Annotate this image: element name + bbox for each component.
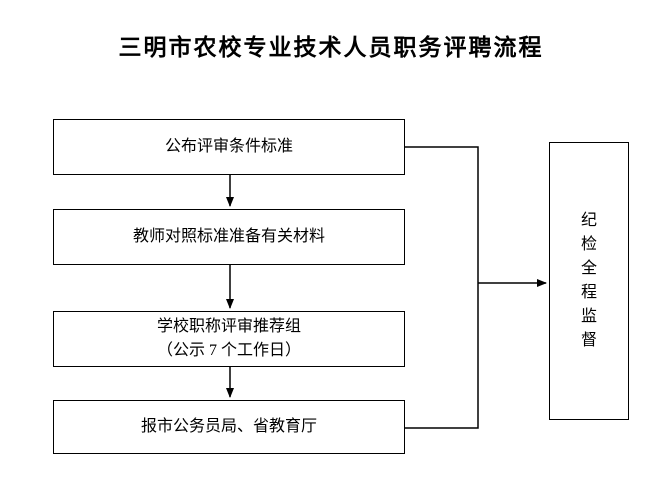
flow-step-1-label: 公布评审条件标准 [164,138,293,155]
flow-step-4-label: 报市公务员局、省教育厅 [140,418,317,435]
supervision-label: 纪检全程监督 [580,212,597,349]
flow-step-2-box: 教师对照标准准备有关材料 [53,209,405,265]
flow-step-2-label: 教师对照标准准备有关材料 [132,228,325,245]
bracket-line-steps-to-supervision [405,146,479,429]
page-title: 三明市农校专业技术人员职务评聘流程 [118,35,544,60]
flow-step-1-box: 公布评审条件标准 [53,119,405,175]
flow-step-3-label-line1: 学校职称评审推荐组 [156,318,301,335]
flow-step-3-box: 学校职称评审推荐组 （公示 7 个工作日） [53,311,405,367]
flow-step-3-label-line2: （公示 7 个工作日） [156,342,301,359]
flow-step-4-box: 报市公务员局、省教育厅 [53,400,405,454]
supervision-box: 纪检全程监督 [549,142,629,420]
